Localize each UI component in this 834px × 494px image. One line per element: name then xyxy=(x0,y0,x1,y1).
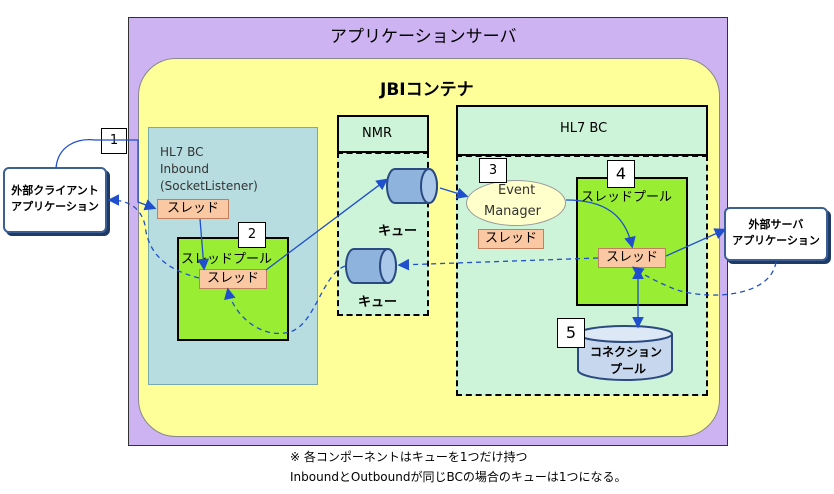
connection-pool-label-2: プール xyxy=(610,362,647,376)
inbound-title-1: HL7 BC xyxy=(160,145,204,159)
nmr-header xyxy=(337,115,429,153)
external-server-app: 外部サーバ アプリケーション xyxy=(724,207,828,261)
inbound-pool-thread: スレッド xyxy=(199,269,267,289)
event-manager-label-2: Manager xyxy=(484,204,541,219)
inbound-title-3: (SocketListener) xyxy=(160,179,258,193)
app-server-title: アプリケーションサーバ xyxy=(330,27,517,47)
step-5-tag: 5 xyxy=(557,318,585,348)
event-manager-thread: スレッド xyxy=(478,229,544,249)
connection-pool-cylinder xyxy=(577,325,673,381)
queue-inbound-label: キュー xyxy=(378,224,418,239)
queue-inbound-cylinder xyxy=(386,168,438,204)
step-4-tag: 4 xyxy=(607,160,635,188)
note-line-1: ※ 各コンポーネントはキューを1つだけ持つ xyxy=(290,450,528,464)
connection-pool-label-1: コネクション xyxy=(590,345,663,359)
external-client-app: 外部クライアント アプリケーション xyxy=(3,167,107,233)
external-client-label-2: アプリケーション xyxy=(11,200,99,213)
queue-outbound-label: キュー xyxy=(358,295,398,310)
nmr-title: NMR xyxy=(362,126,392,141)
external-client-label-1: 外部クライアント xyxy=(11,184,99,197)
step-2-tag: 2 xyxy=(238,222,266,248)
inbound-title-2: Inbound xyxy=(160,162,209,176)
event-manager xyxy=(466,180,566,226)
hl7bc-title: HL7 BC xyxy=(560,121,608,136)
external-server-label-2: アプリケーション xyxy=(732,234,820,247)
event-manager-label-1: Event xyxy=(498,183,536,198)
external-server-label-1: 外部サーバ xyxy=(748,218,804,231)
outbound-pool-title: スレッドプール xyxy=(581,190,673,205)
jbi-container-title: JBIコンテナ xyxy=(380,80,474,100)
inbound-listener-thread: スレッド xyxy=(157,199,229,219)
step-3-tag: 3 xyxy=(479,158,507,183)
hl7bc-header xyxy=(456,105,708,156)
note-line-2: InboundとOutboundが同じBCの場合のキューは1つになる。 xyxy=(290,470,627,484)
queue-outbound-cylinder xyxy=(345,248,397,284)
